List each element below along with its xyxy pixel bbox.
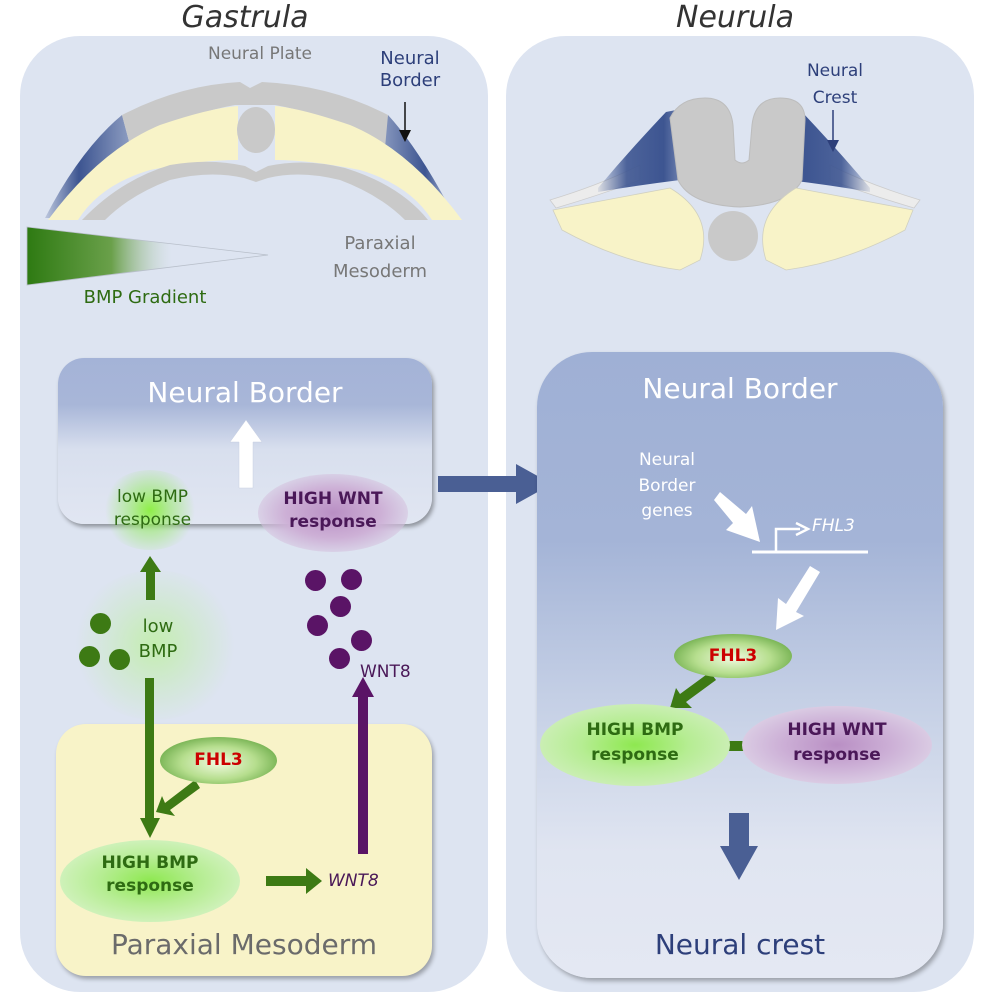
green-down-arrow-icon xyxy=(140,678,160,838)
neurula-high-bmp-response-ellipse xyxy=(540,704,730,786)
neural-crest-left xyxy=(598,110,680,192)
wnt-molecule xyxy=(307,615,328,636)
white-diagonal-arrow-icon xyxy=(714,492,760,542)
high-wnt-response-line1: HIGH WNT xyxy=(283,489,383,509)
neurula-neural-border-title: Neural Border xyxy=(642,372,838,405)
paraxial-mesoderm-label: Paraxial Mesoderm xyxy=(320,230,440,286)
neural-crest-label: Neural Crest xyxy=(790,58,880,112)
gastrula-fhl3-label: FHL3 xyxy=(194,750,243,770)
low-bmp-line2: BMP xyxy=(138,641,178,663)
neurula-high-wnt-line2: response xyxy=(793,744,881,765)
paraxial-mesoderm-left xyxy=(48,106,238,220)
neural-tube xyxy=(669,97,806,208)
neural-crest-output-label: Neural crest xyxy=(654,928,826,961)
neural-border-left-region xyxy=(45,115,130,218)
bmp-molecule xyxy=(109,649,130,670)
bmp-molecule xyxy=(90,613,111,634)
transcription-start-arrow-icon xyxy=(774,527,800,552)
neural-border-genes-label: Neural Border genes xyxy=(622,448,712,525)
neurula-high-wnt-response-ellipse xyxy=(742,706,932,784)
nb-genes-line2: Border xyxy=(638,475,696,496)
neurula-fhl3-label: FHL3 xyxy=(708,646,758,666)
paraxial-mesoderm-label-line2: Mesoderm xyxy=(332,260,428,282)
gastrula-neural-border-title: Neural Border xyxy=(147,376,343,409)
paraxial-mesoderm-label-line1: Paraxial xyxy=(344,233,416,254)
navy-down-arrow-icon xyxy=(720,813,758,880)
neural-border-label: Neural Border xyxy=(365,48,455,91)
bmp-gradient-label: BMP Gradient xyxy=(83,287,207,308)
low-bmp-response-line2: response xyxy=(113,509,192,530)
wnt8-gene-label: WNT8 xyxy=(328,871,379,891)
nb-genes-line3: genes xyxy=(641,501,693,521)
fhl3-to-bmp-arrow-icon xyxy=(156,780,200,816)
neural-crest-label-line1: Neural xyxy=(806,61,864,81)
gastrula-high-bmp-line1: HIGH BMP xyxy=(101,853,199,873)
wnt-molecule xyxy=(305,570,326,591)
neurula-high-bmp-line2: response xyxy=(591,744,679,765)
paraxial-mesoderm-title: Paraxial Mesoderm xyxy=(110,928,378,961)
neural-crest-label-line2: Crest xyxy=(812,88,858,109)
wnt-molecule xyxy=(330,596,351,617)
neural-plate xyxy=(122,82,388,148)
fhl3-to-high-bmp-arrow-icon xyxy=(670,672,716,708)
low-bmp-response-label: low BMP response xyxy=(85,486,220,532)
low-bmp-response-glow xyxy=(100,470,200,550)
neurula-high-bmp-response-label: HIGH BMP response xyxy=(540,718,730,767)
green-up-arrow-icon xyxy=(140,556,161,600)
wnt-molecule xyxy=(341,569,362,590)
gastrula-title: Gastrula xyxy=(181,0,309,35)
bmp-to-wnt8-arrow-icon xyxy=(266,868,322,894)
notochord xyxy=(237,107,275,153)
paraxial-mesoderm-right xyxy=(275,106,462,220)
bmp-gradient-wedge xyxy=(26,226,269,286)
somite-left xyxy=(552,187,704,271)
fhl3-gene-label: FHL3 xyxy=(812,516,855,536)
high-wnt-response-label: HIGH WNT response xyxy=(258,488,408,534)
nb-genes-line1: Neural xyxy=(638,450,696,470)
neurula-fhl3-ellipse xyxy=(674,634,792,678)
neurula-high-wnt-response-label: HIGH WNT response xyxy=(742,718,932,767)
somite-right xyxy=(762,187,914,271)
neurula-title: Neurula xyxy=(676,0,794,35)
neural-plate-label: Neural Plate xyxy=(207,44,312,64)
bmp-molecule xyxy=(79,646,100,667)
wnt-molecule xyxy=(329,648,350,669)
stage-transition-arrow-icon xyxy=(438,464,552,504)
high-wnt-response-line2: response xyxy=(289,511,377,532)
gastrula-high-bmp-response-ellipse xyxy=(60,840,240,922)
low-bmp-label: low BMP xyxy=(127,614,189,664)
neurula-high-wnt-line1: HIGH WNT xyxy=(787,720,887,740)
gastrula-high-bmp-line2: response xyxy=(106,875,194,896)
wnt-molecule xyxy=(351,630,372,651)
gastrula-high-bmp-response-label: HIGH BMP response xyxy=(60,852,240,898)
gastrula-fhl3-ellipse xyxy=(160,737,277,784)
high-wnt-response-glow xyxy=(258,474,408,552)
purple-up-arrow-icon xyxy=(352,677,374,854)
neural-border-label-line2: Border xyxy=(379,69,441,91)
endoderm-arc xyxy=(82,161,428,220)
neurula-notochord xyxy=(708,211,758,261)
wnt8-protein-label: WNT8 xyxy=(360,662,411,682)
low-bmp-line1: low xyxy=(142,616,174,637)
white-down-left-arrow-icon xyxy=(776,566,820,630)
white-up-arrow-icon xyxy=(229,419,263,489)
low-bmp-response-line1: low BMP xyxy=(116,487,188,507)
neurula-high-bmp-line1: HIGH BMP xyxy=(586,720,684,740)
neural-border-label-line1: Neural xyxy=(380,48,440,69)
